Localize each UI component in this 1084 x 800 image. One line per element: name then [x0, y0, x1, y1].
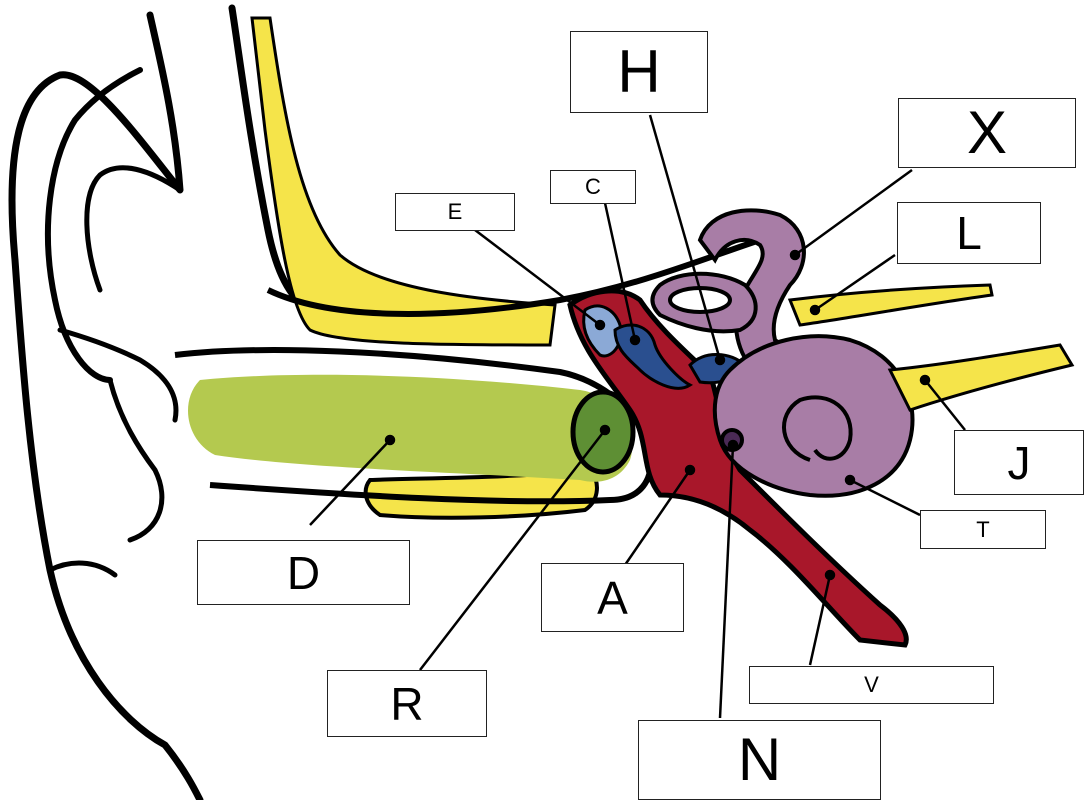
label-J: J: [1007, 436, 1031, 489]
label-T: T: [976, 516, 990, 542]
label-box-H[interactable]: H: [570, 31, 708, 113]
label-box-D[interactable]: D: [197, 540, 410, 605]
upper-skin-line: [266, 237, 761, 317]
ear-canal: [188, 374, 633, 482]
label-box-E[interactable]: E: [395, 193, 515, 231]
label-box-C[interactable]: C: [550, 170, 636, 204]
temporal-bone-lower: [363, 467, 599, 520]
label-R: R: [390, 677, 424, 730]
label-X: X: [966, 99, 1008, 166]
label-box-T[interactable]: T: [920, 510, 1046, 549]
label-box-J[interactable]: J: [954, 430, 1084, 495]
label-box-A[interactable]: A: [541, 563, 684, 632]
label-C: C: [585, 174, 601, 199]
label-E: E: [447, 199, 463, 224]
label-L: L: [956, 207, 982, 259]
label-box-L[interactable]: L: [897, 202, 1041, 264]
leader-lines: [309, 114, 966, 719]
label-H: H: [617, 38, 661, 105]
label-box-N[interactable]: N: [638, 720, 881, 800]
outer-ear-pinna: [8, 4, 334, 800]
cochlear-nerve: [887, 343, 1075, 412]
label-D: D: [286, 546, 321, 599]
label-N: N: [737, 726, 782, 793]
label-V: V: [864, 672, 879, 697]
temporal-bone-upper: [250, 16, 557, 347]
label-box-V[interactable]: V: [749, 666, 994, 704]
label-A: A: [597, 571, 628, 624]
label-box-R[interactable]: R: [327, 670, 487, 737]
label-box-X[interactable]: X: [898, 98, 1076, 168]
